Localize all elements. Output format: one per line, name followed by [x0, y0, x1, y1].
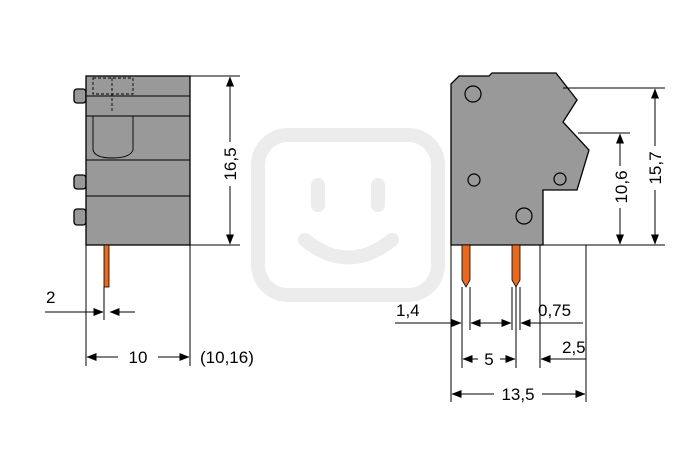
side-tab	[73, 208, 87, 226]
right-offset-label: 2,5	[562, 338, 586, 357]
side-tab	[73, 174, 87, 190]
right-height-label: 15,7	[646, 151, 665, 184]
right-pin-thickness-label: 0,75	[538, 301, 571, 320]
hole	[467, 173, 481, 187]
watermark-logo	[251, 128, 445, 302]
right-pin-2	[511, 244, 521, 288]
left-housing	[85, 75, 191, 246]
right-inner-height-label: 10,6	[612, 170, 631, 203]
right-pin-width-label: 1,4	[396, 301, 420, 320]
left-width-alt-label: (10,16)	[200, 348, 254, 367]
right-pin-1	[461, 244, 471, 288]
left-side-view: 16,5 10 (10,16) 2	[45, 75, 254, 367]
left-pin	[103, 244, 110, 288]
right-front-view: 15,7 10,6 1,4 0,75 5 2,5 13,5	[395, 72, 665, 404]
hole	[553, 172, 567, 186]
right-pin-pitch-label: 5	[484, 350, 493, 369]
hole	[515, 207, 533, 225]
left-height-label: 16,5	[221, 147, 240, 180]
hole	[464, 85, 482, 103]
side-tab	[73, 88, 87, 104]
right-width-label: 13,5	[501, 385, 534, 404]
left-width-label: 10	[129, 348, 148, 367]
left-pin-offset-label: 2	[46, 288, 55, 307]
